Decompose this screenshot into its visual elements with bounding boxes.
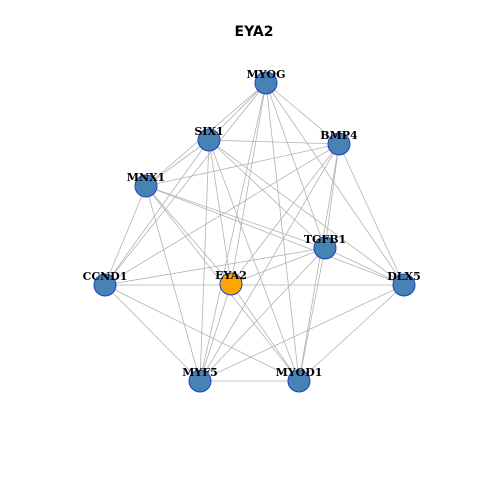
edge-mnx1-dlx5: [145, 185, 405, 286]
node-label: SIX1: [194, 125, 223, 138]
node-circle[interactable]: [219, 272, 243, 296]
edge-myog-myf5: [199, 82, 267, 382]
edge-tgfb1-myf5: [199, 247, 326, 382]
edge-myog-bmp4: [265, 82, 340, 145]
edge-bmp4-mnx1: [145, 143, 340, 187]
edge-myog-ccnd1: [104, 82, 267, 286]
graph-title: EYA2: [235, 24, 274, 40]
node-label: MNX1: [127, 171, 165, 184]
edge-myog-myod1: [265, 82, 300, 382]
node-label: TGFB1: [304, 233, 346, 246]
node-tgfb1[interactable]: TGFB1: [304, 233, 346, 260]
edge-mnx1-myf5: [145, 185, 201, 382]
edge-tgfb1-dlx5: [324, 247, 405, 286]
edge-six1-bmp4: [208, 139, 340, 145]
node-label: DLX5: [387, 270, 420, 283]
node-circle[interactable]: [313, 236, 337, 260]
node-circle[interactable]: [287, 369, 311, 393]
node-myf5[interactable]: MYF5: [182, 366, 218, 393]
edge-layer: [104, 82, 405, 382]
node-label: MYOD1: [276, 366, 323, 379]
edge-tgfb1-eya2: [230, 247, 326, 285]
node-circle[interactable]: [327, 132, 351, 156]
node-mnx1[interactable]: MNX1: [127, 171, 165, 198]
node-circle[interactable]: [197, 128, 221, 152]
edge-six1-tgfb1: [208, 139, 326, 249]
node-label: MYOG: [246, 68, 285, 81]
edge-mnx1-tgfb1: [145, 185, 326, 249]
node-bmp4[interactable]: BMP4: [320, 129, 358, 156]
node-six1[interactable]: SIX1: [194, 125, 224, 152]
edge-myog-six1: [208, 82, 267, 141]
edge-bmp4-tgfb1: [324, 143, 340, 249]
node-myod1[interactable]: MYOD1: [276, 366, 323, 393]
node-eya2[interactable]: EYA2: [215, 269, 247, 296]
edge-myog-eya2: [230, 82, 267, 285]
edge-dlx5-myf5: [199, 284, 405, 382]
node-label: EYA2: [215, 269, 247, 282]
node-circle[interactable]: [254, 71, 278, 95]
node-circle[interactable]: [392, 273, 416, 297]
node-ccnd1[interactable]: CCND1: [83, 270, 128, 297]
edge-dlx5-myod1: [298, 284, 405, 382]
edge-six1-myod1: [208, 139, 300, 382]
node-label: MYF5: [182, 366, 218, 379]
node-circle[interactable]: [134, 174, 158, 198]
edge-bmp4-myf5: [199, 143, 340, 382]
edge-six1-dlx5: [208, 139, 405, 286]
edge-six1-mnx1: [145, 139, 210, 187]
edge-six1-ccnd1: [104, 139, 210, 286]
edge-myog-tgfb1: [265, 82, 326, 249]
edge-eya2-myod1: [230, 283, 300, 382]
node-circle[interactable]: [188, 369, 212, 393]
edge-ccnd1-myf5: [104, 284, 201, 382]
edge-tgfb1-myod1: [298, 247, 326, 382]
node-label: CCND1: [83, 270, 128, 283]
edge-ccnd1-myod1: [104, 284, 300, 382]
edge-bmp4-myod1: [298, 143, 340, 382]
edge-myog-dlx5: [265, 82, 405, 286]
edge-mnx1-eya2: [145, 185, 232, 285]
edge-eya2-myf5: [199, 283, 232, 382]
node-circle[interactable]: [93, 273, 117, 297]
edge-bmp4-ccnd1: [104, 143, 340, 286]
node-label: BMP4: [320, 129, 358, 142]
edge-bmp4-dlx5: [338, 143, 405, 286]
edge-tgfb1-ccnd1: [104, 247, 326, 286]
node-dlx5[interactable]: DLX5: [387, 270, 421, 297]
node-myog[interactable]: MYOG: [246, 68, 286, 95]
edge-mnx1-ccnd1: [104, 185, 147, 286]
